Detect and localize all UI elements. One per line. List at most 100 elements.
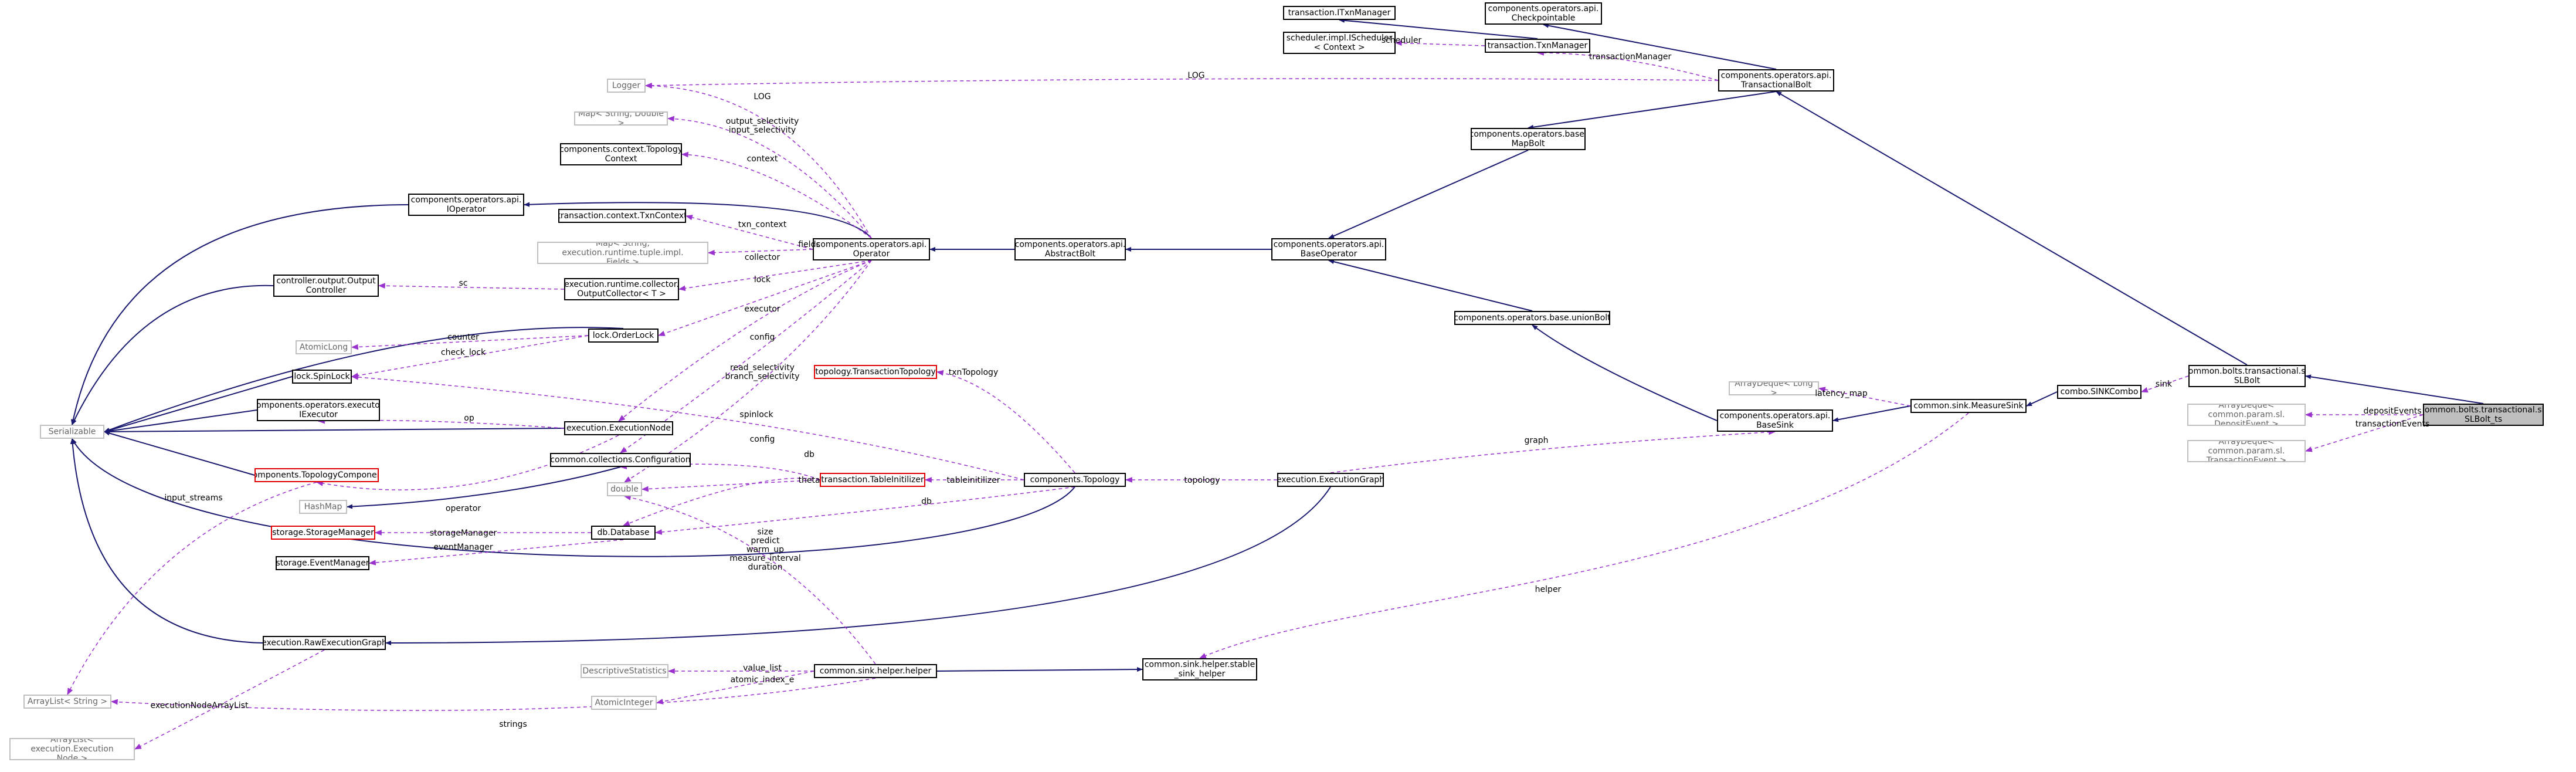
usage-edge-rawgraph-arraylistnode xyxy=(134,649,325,750)
class-node-label: Serializable xyxy=(48,427,96,436)
class-node-label: execution.runtime.collector. OutputColle… xyxy=(564,280,679,299)
usage-edge-measuresink-stablehelper xyxy=(1199,412,1969,659)
class-node-rawgraph[interactable]: execution.RawExecutionGraph xyxy=(263,636,386,650)
usage-edge-orderlock-atomiclong xyxy=(351,335,589,350)
class-node-iexecutor[interactable]: components.operators.executor. IExecutor xyxy=(257,399,380,421)
class-node-orderlock[interactable]: lock.OrderLock xyxy=(588,329,659,343)
edge-label-scheduler: scheduler xyxy=(1381,36,1422,45)
usage-edge-helper-arraylist xyxy=(110,678,876,711)
inheritance-edge-outputctrl-serializable xyxy=(72,285,274,425)
usage-edge-operator-mapdouble xyxy=(667,116,872,239)
usage-edge-operator-execnode xyxy=(618,260,872,422)
class-node-itxnmgr[interactable]: transaction.ITxnManager xyxy=(1283,6,1396,20)
class-node-hashmap: HashMap xyxy=(299,500,347,514)
class-node-serializable: Serializable xyxy=(40,425,104,439)
class-node-scheduler[interactable]: scheduler.impl.IScheduler < Context > xyxy=(1283,32,1396,54)
usage-edge-operator-double xyxy=(623,260,872,483)
class-node-unionbolt[interactable]: components.operators.base.unionBolt xyxy=(1454,311,1610,325)
class-node-measuresink[interactable]: common.sink.MeasureSink xyxy=(1910,399,2027,413)
edge-label-sizes: size predict warm_up measure_interval du… xyxy=(729,527,801,572)
edge-label-graph: graph xyxy=(1524,436,1549,445)
edge-label-spinlock: spinlock xyxy=(739,410,773,419)
class-node-label: storage.EventManager xyxy=(276,558,369,568)
edge-label-txnctx: txn_context xyxy=(738,220,787,229)
class-node-label: common.bolts.transactional.sl. SLBolt_ts xyxy=(2423,405,2544,424)
class-node-label: ArrayDeque< Long > xyxy=(1735,381,1813,395)
inheritance-edge-topocomp-serializable xyxy=(104,431,255,476)
usage-edge-operator-logger xyxy=(644,83,872,239)
class-node-eventmgr[interactable]: storage.EventManager xyxy=(276,556,369,570)
class-node-label: components.operators.api. IOperator xyxy=(410,195,522,214)
class-node-label: components.operators.base.unionBolt xyxy=(1454,313,1610,323)
edge-label-txnmgr: transactionManager xyxy=(1589,52,1672,62)
class-node-descstats: DescriptiveStatistics xyxy=(581,664,668,678)
class-node-logger: Logger xyxy=(607,79,646,93)
edge-label-txntopo: txnTopology xyxy=(948,368,999,377)
edge-label-checklock: check_lock xyxy=(440,348,486,357)
class-node-configuration[interactable]: common.collections.Configuration xyxy=(550,453,691,467)
edge-label-valuelist: value_list xyxy=(743,663,782,673)
edge-label-op: op xyxy=(464,414,474,423)
edge-label-config1: config xyxy=(749,333,775,342)
class-node-label: combo.SINKCombo xyxy=(2060,387,2139,397)
class-node-outputcollector[interactable]: execution.runtime.collector. OutputColle… xyxy=(564,278,679,300)
class-node-topoctx[interactable]: components.context.Topology Context xyxy=(560,143,682,165)
edge-label-config2: config xyxy=(749,435,775,444)
class-node-label: HashMap xyxy=(304,502,342,512)
edge-label-lock: lock xyxy=(754,275,771,285)
class-node-mapbolt[interactable]: components.operators.base. MapBolt xyxy=(1471,128,1586,150)
usage-edge-topology-spinlock xyxy=(351,374,1024,480)
class-node-outputctrl[interactable]: controller.output.Output Controller xyxy=(273,275,379,297)
usage-edge-helper-atomicint xyxy=(656,671,814,705)
inheritance-edge-execnode-serializable xyxy=(104,428,565,434)
class-node-execnode[interactable]: execution.ExecutionNode xyxy=(564,421,673,435)
inheritance-edge-txnmanager-itxnmgr xyxy=(1339,18,1538,39)
class-node-label: components.operators.api. AbstractBolt xyxy=(1014,240,1126,259)
class-node-stablehelper[interactable]: common.sink.helper.stable _sink_helper xyxy=(1142,658,1257,680)
class-node-txncontext[interactable]: transaction.context.TxnContext xyxy=(558,209,686,223)
class-node-abstractbolt[interactable]: components.operators.api. AbstractBolt xyxy=(1014,238,1126,260)
class-node-operator[interactable]: components.operators.api. Operator xyxy=(813,238,930,260)
class-node-label: Logger xyxy=(612,81,641,90)
edge-label-counter: counter xyxy=(447,333,479,342)
class-node-execgraph[interactable]: execution.ExecutionGraph xyxy=(1277,473,1384,487)
class-node-ioperator[interactable]: components.operators.api. IOperator xyxy=(408,194,524,216)
class-node-slbolt-ts[interactable]: common.bolts.transactional.sl. SLBolt_ts xyxy=(2423,404,2544,426)
class-node-transtopo[interactable]: topology.TransactionTopology xyxy=(814,365,937,379)
edge-label-operatorlbl: operator xyxy=(445,504,481,513)
class-node-label: common.collections.Configuration xyxy=(550,455,691,465)
class-node-transbolt[interactable]: components.operators.api. TransactionalB… xyxy=(1718,69,1834,92)
class-node-checkpointable[interactable]: components.operators.api. Checkpointable xyxy=(1485,2,1602,25)
class-node-label: components.TopologyComponent xyxy=(254,470,379,480)
class-node-atomicint: AtomicInteger xyxy=(591,696,657,710)
usage-edge-measuresink-arraydequelong xyxy=(1818,387,1911,407)
class-node-txnmanager[interactable]: transaction.TxnManager xyxy=(1485,39,1590,53)
class-node-baseoperator[interactable]: components.operators.api. BaseOperator xyxy=(1271,238,1386,260)
class-node-database[interactable]: db.Database xyxy=(591,526,656,540)
edge-label-transevents: transactionEvents xyxy=(2355,419,2430,429)
class-node-label: double xyxy=(610,485,639,494)
class-node-label: transaction.ITxnManager xyxy=(1288,8,1391,18)
usage-edge-operator-txncontext xyxy=(685,215,813,250)
class-node-basesink[interactable]: components.operators.api. BaseSink xyxy=(1717,409,1833,432)
class-node-topology[interactable]: components.Topology xyxy=(1024,473,1126,487)
class-node-label: DescriptiveStatistics xyxy=(582,666,667,676)
class-node-helper[interactable]: common.sink.helper.helper xyxy=(814,664,937,678)
class-node-mapdouble: Map< String, Double > xyxy=(574,111,668,126)
class-node-label: Map< String, execution.runtime.tuple.imp… xyxy=(562,242,684,264)
class-node-label: execution.ExecutionGraph xyxy=(1277,475,1384,485)
class-node-slbolt[interactable]: common.bolts.transactional.sl. SLBolt xyxy=(2188,365,2306,387)
class-node-sinkcombo[interactable]: combo.SINKCombo xyxy=(2057,385,2141,399)
class-node-topocomp[interactable]: components.TopologyComponent xyxy=(254,468,379,482)
edge-label-helperlbl: helper xyxy=(1535,585,1562,594)
edge-label-context: context xyxy=(746,154,778,164)
edge-label-topologylbl: topology xyxy=(1184,476,1220,485)
class-node-tableinit[interactable]: transaction.TableInitilizer xyxy=(820,473,925,487)
class-node-storagemgr[interactable]: storage.StorageManager xyxy=(271,526,375,540)
inheritance-edge-unionbolt-baseoperator xyxy=(1328,259,1533,311)
class-node-spinlock[interactable]: lock.SpinLock xyxy=(292,370,352,384)
inheritance-edge-iexecutor-serializable xyxy=(104,409,257,434)
inheritance-edge-mapbolt-baseoperator xyxy=(1328,150,1529,239)
usage-edge-execgraph-basesink xyxy=(1330,429,1776,473)
